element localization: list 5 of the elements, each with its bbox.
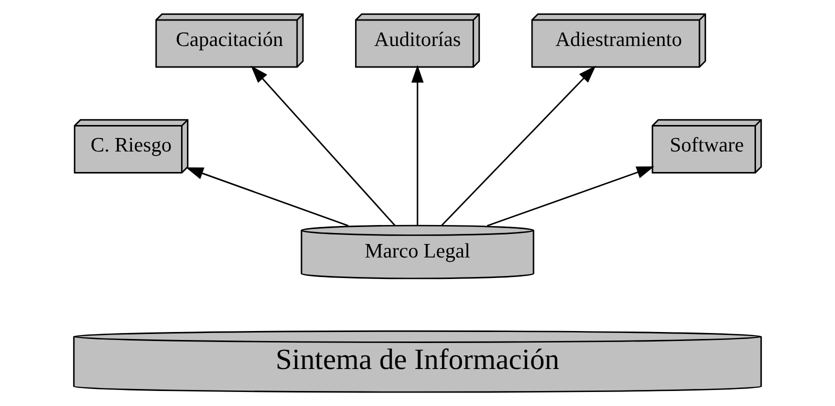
arrow	[411, 65, 424, 226]
arrow	[441, 66, 596, 226]
arrow	[186, 167, 348, 226]
arrow	[250, 66, 396, 226]
arrow	[486, 166, 654, 226]
